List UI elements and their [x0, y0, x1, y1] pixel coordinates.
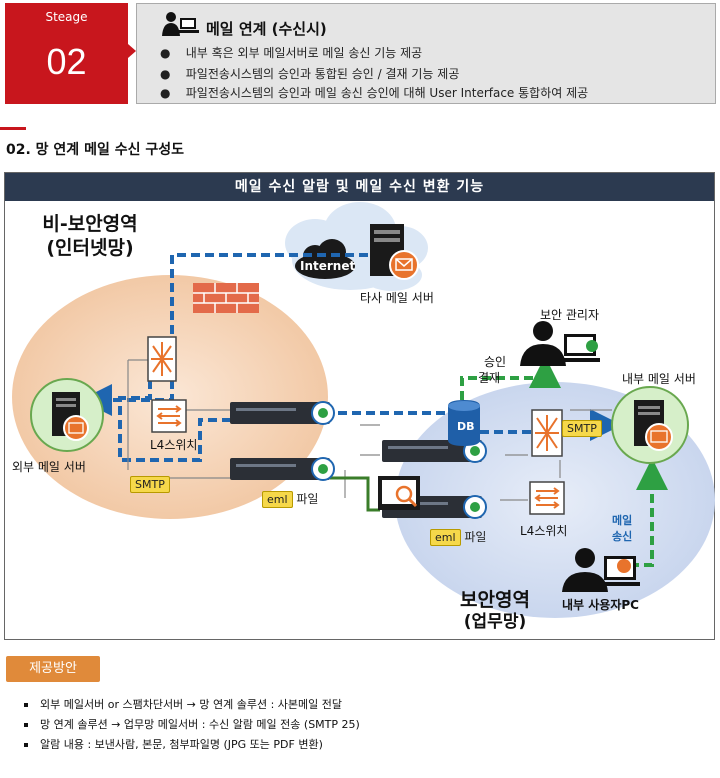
- l4-switch-right-icon: [529, 481, 565, 515]
- appliance-left-bottom: [230, 457, 335, 481]
- internal-user-pc-icon: [562, 548, 640, 592]
- smtp-tag-left: SMTP: [130, 476, 170, 493]
- zone-unsecure-label-2: (인터넷망): [46, 237, 134, 259]
- mail-send-label-1: 메일: [612, 514, 633, 527]
- internal-mail-server-label: 내부 메일 서버: [622, 372, 696, 386]
- diagram-banner: 메일 수신 알람 및 메일 수신 변환 기능: [5, 173, 714, 201]
- approval-label-2: 결재: [478, 371, 501, 385]
- router-left-icon: [147, 336, 177, 382]
- internet-label: Internet: [300, 259, 356, 273]
- mail-send-label-2: 송신: [612, 530, 633, 543]
- internal-mail-server-icon: [611, 386, 689, 464]
- eml-file-left: eml 파일: [262, 490, 319, 508]
- eml-tag-right: eml: [430, 529, 461, 546]
- external-mail-server-label: 외부 메일 서버: [12, 460, 86, 474]
- smtp-tag-right: SMTP: [562, 420, 602, 437]
- internet-cloud-black: [295, 239, 355, 279]
- l4-switch-right-label: L4스위치: [520, 524, 568, 538]
- header-bullet-2: ● 파일전송시스템의 승인과 통합된 승인 / 결재 기능 제공: [160, 67, 460, 81]
- bullet-square-icon: [24, 743, 28, 747]
- security-admin-icon: [520, 321, 600, 366]
- zone-unsecure-label-1: 비-보안영역: [42, 213, 138, 235]
- section-accent-line: [0, 127, 26, 130]
- diagram-frame: [4, 172, 715, 640]
- offer-badge: 제공방안: [6, 656, 100, 682]
- green-solid-link: [330, 476, 380, 512]
- external-mail-server-icon: [30, 378, 104, 452]
- scan-monitor-icon: [378, 476, 420, 510]
- db-label: DB: [457, 420, 475, 433]
- stage-box: Steage 02: [5, 3, 128, 104]
- offer-item-2: 망 연계 솔루션 → 업무망 메일서버 : 수신 알람 메일 전송 (SMTP …: [24, 716, 360, 732]
- offer-item-1-text: 외부 메일서버 or 스팸차단서버 → 망 연계 솔루션 : 사본메일 전달: [40, 698, 343, 711]
- header-bullet-3: ● 파일전송시스템의 승인과 메일 송신 승인에 대해 User Interfa…: [160, 86, 589, 100]
- other-mail-server-label: 타사 메일 서버: [360, 291, 434, 305]
- eml-tag-left: eml: [262, 491, 293, 508]
- eml-file-word-left: 파일: [296, 492, 319, 506]
- offer-item-3: 알람 내용 : 보낸사람, 본문, 첨부파일명 (JPG 또는 PDF 변환): [24, 736, 323, 752]
- zone-secure-label-1: 보안영역: [460, 589, 530, 611]
- l4-switch-left-icon: [151, 399, 187, 433]
- bullet-square-icon: [24, 723, 28, 727]
- green-flow-paths: [460, 356, 668, 567]
- db-icon: [448, 400, 480, 446]
- stage-arrow: [128, 44, 136, 58]
- section-title: 02. 망 연계 메일 수신 구성도: [6, 142, 184, 158]
- internal-user-pc-label: 내부 사용자PC: [562, 598, 639, 612]
- l4-switch-left-label: L4스위치: [150, 438, 198, 452]
- eml-file-right: eml 파일: [430, 528, 487, 546]
- offer-item-3-text: 알람 내용 : 보낸사람, 본문, 첨부파일명 (JPG 또는 PDF 변환): [40, 738, 323, 751]
- connector-lines: [127, 359, 612, 501]
- stage-label: Steage: [45, 10, 88, 24]
- eml-file-word-right: 파일: [464, 530, 487, 544]
- header-title: 메일 연계 (수신시): [206, 20, 327, 38]
- header-panel: [136, 3, 716, 104]
- user-laptop-icon: [162, 12, 199, 36]
- header-bullet-1: ● 내부 혹은 외부 메일서버로 메일 송신 기능 제공: [160, 46, 423, 60]
- offer-item-1: 외부 메일서버 or 스팸차단서버 → 망 연계 솔루션 : 사본메일 전달: [24, 696, 342, 712]
- zone-secure-label-2: (업무망): [463, 612, 527, 632]
- appliance-left-top: [230, 401, 335, 425]
- approval-label-1: 승인: [484, 355, 507, 369]
- other-mail-server-icon: [370, 224, 419, 280]
- bullet-square-icon: [24, 703, 28, 707]
- offer-item-2-text: 망 연계 솔루션 → 업무망 메일서버 : 수신 알람 메일 전송 (SMTP …: [40, 718, 360, 731]
- header-bullet-2-text: 파일전송시스템의 승인과 통합된 승인 / 결재 기능 제공: [185, 67, 460, 81]
- header-bullet-1-text: 내부 혹은 외부 메일서버로 메일 송신 기능 제공: [185, 46, 423, 60]
- stage-number: 02: [46, 41, 87, 82]
- security-admin-label: 보안 관리자: [540, 308, 600, 322]
- firewall-icon: [193, 283, 259, 313]
- router-right-icon: [531, 409, 563, 457]
- header-bullet-3-text: 파일전송시스템의 승인과 메일 송신 승인에 대해 User Interface…: [185, 86, 589, 100]
